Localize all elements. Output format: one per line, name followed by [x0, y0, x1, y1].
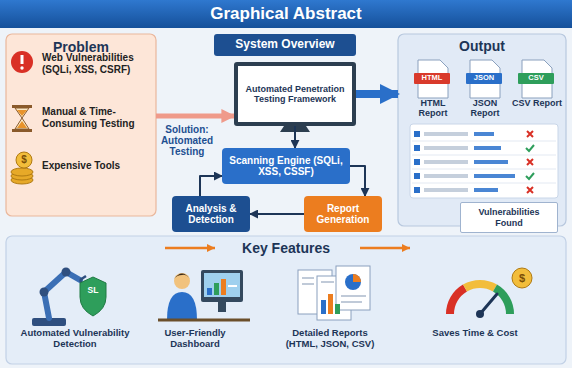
- reports-icon: [298, 266, 370, 320]
- features-panel: Key FeaturesAutomated Vulnerability Dete…: [6, 236, 566, 364]
- title-band: [0, 0, 572, 28]
- orange-arrow: [360, 247, 410, 250]
- coin-symbol: $: [512, 272, 532, 284]
- shield-icon: [80, 277, 106, 316]
- monitor-screen: Automated Penetration Testing Framework: [234, 62, 356, 126]
- panel-fill: [398, 34, 566, 226]
- result-box: Vulnerabilities Found: [460, 202, 558, 233]
- process-box: Analysis & Detection: [172, 196, 250, 232]
- flow-arrow: [350, 166, 365, 196]
- node-text: Saves Time & Cost: [420, 328, 530, 339]
- node-text: System Overview: [235, 38, 334, 52]
- orange-arrow: [165, 247, 215, 250]
- flow-arrow: [200, 176, 222, 196]
- node-text: CSV Report: [512, 98, 562, 108]
- overview-header: System Overview: [214, 34, 356, 56]
- gauge-icon: [450, 268, 532, 318]
- node-text: Scanning Engine (SQLi, XSS, CSSF): [226, 155, 346, 178]
- node-text: Manual & Time-Consuming Testing: [42, 106, 152, 129]
- coin-symbol: $: [16, 154, 32, 165]
- node-text: Automated Vulnerability Detection: [20, 328, 130, 350]
- file-type-label: HTML: [414, 74, 450, 82]
- node-text: User-Friendly Dashboard: [140, 328, 250, 350]
- flow-arrow: [294, 126, 296, 148]
- person-dashboard-icon: [158, 270, 250, 320]
- flow-arrow: [156, 114, 234, 119]
- file-type-label: CSV: [518, 74, 554, 82]
- shield-label: SL: [83, 286, 103, 295]
- problem-panel: ProblemWeb Vulnerabilities (SQLi, XSS, C…: [6, 34, 156, 216]
- flow-arrow: [356, 90, 398, 98]
- hourglass-icon: [12, 105, 32, 132]
- edge-label: Solution: Automated Testing: [158, 124, 216, 157]
- process-box: Report Generation: [304, 196, 382, 232]
- process-box: Scanning Engine (SQLi, XSS, CSSF): [222, 148, 350, 184]
- node-text: Detailed Reports (HTML, JSON, CSV): [275, 328, 385, 350]
- node-text: Analysis & Detection: [176, 203, 246, 226]
- results-rows: [412, 131, 556, 193]
- panel-fill: [6, 34, 156, 216]
- json-file-icon: [466, 60, 502, 98]
- node-text: Expensive Tools: [42, 160, 152, 172]
- node-text: Web Vulnerabilities (SQLi, XSS, CSRF): [42, 52, 152, 75]
- results-table: [410, 124, 558, 198]
- panel-heading: Output: [398, 38, 566, 54]
- panel-heading: Key Features: [6, 240, 566, 256]
- node-text: HTML Report: [408, 98, 458, 119]
- robot-arm-icon: [32, 268, 86, 327]
- csv-file-icon: [518, 60, 554, 98]
- html-file-icon: [414, 60, 450, 98]
- output-panel: OutputHTML ReportJSON ReportCSV ReportVu…: [398, 34, 566, 226]
- node-text: Report Generation: [308, 203, 378, 226]
- panel-fill: [6, 236, 566, 364]
- node-text: JSON Report: [460, 98, 510, 119]
- file-type-label: JSON: [466, 74, 502, 82]
- warning-icon: [11, 51, 33, 73]
- node-text: Vulnerabilities Found: [465, 207, 553, 228]
- coins-icon: [11, 152, 33, 184]
- node-text: Automated Penetration Testing Framework: [242, 84, 348, 105]
- flow-arrow: [250, 213, 304, 215]
- title-text: Graphical Abstract: [0, 0, 572, 28]
